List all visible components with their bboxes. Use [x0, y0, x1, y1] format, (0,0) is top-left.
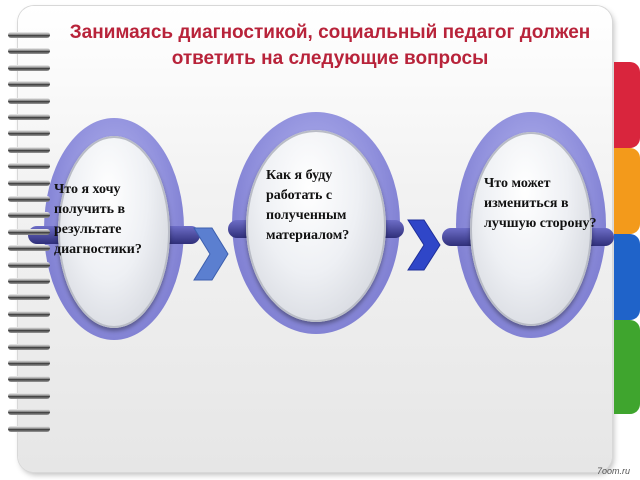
spiral-ring [8, 243, 52, 253]
spiral-ring-wire [8, 130, 50, 137]
spiral-ring [8, 30, 52, 40]
spiral-ring-wire [8, 360, 50, 366]
spiral-ring-wire [8, 64, 50, 71]
spiral-ring [8, 128, 52, 138]
spiral-ring-wire [8, 409, 50, 416]
question-text-2: Как я буду работать с полученным материа… [266, 168, 350, 243]
spiral-ring-wire [8, 196, 50, 202]
spiral-ring [8, 276, 52, 286]
spiral-ring-wire [8, 278, 50, 284]
spiral-ring [8, 227, 52, 237]
spiral-ring [8, 63, 52, 73]
spiral-ring-wire [8, 327, 50, 334]
spiral-ring-wire [8, 48, 50, 55]
spiral-ring-wire [8, 261, 50, 268]
spiral-ring-wire [8, 228, 50, 235]
spiral-ring [8, 309, 52, 319]
spiral-ring-wire [8, 245, 50, 252]
spiral-ring-wire [8, 294, 50, 301]
question-text-1: Что я хочу получить в результате диагнос… [54, 182, 142, 257]
spiral-ring-wire [8, 343, 50, 350]
page-title: Занимаясь диагностикой, социальный педаг… [69, 22, 591, 69]
spiral-ring [8, 96, 52, 106]
spiral-ring [8, 79, 52, 89]
spiral-ring-wire [8, 376, 50, 383]
spiral-ring [8, 424, 52, 434]
bubble-inner [58, 136, 170, 328]
question-bubble-2: Как я буду работать с полученным материа… [228, 112, 404, 334]
spiral-ring [8, 292, 52, 302]
bubble-inner [470, 132, 592, 326]
spiral-ring [8, 194, 52, 204]
spiral-ring [8, 145, 52, 155]
spiral-ring-wire [8, 212, 50, 219]
question-text-3: Что может измениться в лучшую сторону? [484, 176, 597, 231]
side-tab-orange [614, 148, 640, 234]
spiral-ring [8, 407, 52, 417]
spiral-ring-wire [8, 179, 50, 186]
side-tab-green [614, 320, 640, 414]
spiral-ring-wire [8, 32, 50, 38]
spiral-ring-wire [8, 114, 50, 120]
spiral-ring [8, 342, 52, 352]
side-tab-blue [614, 234, 640, 320]
spiral-ring-wire [8, 97, 50, 104]
question-bubble-1: Что я хочу получить в результате диагнос… [28, 118, 200, 340]
spiral-ring-wire [8, 310, 50, 317]
spiral-ring [8, 161, 52, 171]
spiral-ring [8, 46, 52, 56]
spiral-ring-wire [8, 392, 50, 399]
spiral-ring [8, 374, 52, 384]
spiral-ring [8, 260, 52, 270]
chevron-right-icon [407, 219, 441, 271]
spiral-ring-wire [8, 163, 50, 170]
spiral-ring [8, 112, 52, 122]
question-bubble-3: Что может измениться в лучшую сторону? [442, 112, 614, 338]
spiral-ring [8, 210, 52, 220]
spiral-ring-wire [8, 425, 50, 432]
spiral-ring-wire [8, 146, 50, 153]
spiral-ring-wire [8, 81, 50, 88]
chevron-right-icon [193, 227, 229, 281]
side-tab-red [614, 62, 640, 148]
spiral-ring [8, 391, 52, 401]
bubble-inner [246, 130, 386, 322]
spiral-ring [8, 325, 52, 335]
spiral-ring [8, 358, 52, 368]
spiral-ring [8, 178, 52, 188]
watermark: 7oom.ru [596, 466, 630, 476]
